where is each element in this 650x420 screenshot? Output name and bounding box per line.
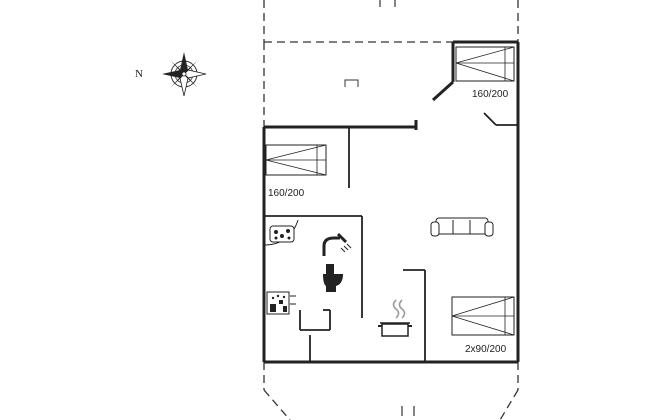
bed-left: 160/200 bbox=[265, 144, 327, 199]
bed-size-label: 2x90/200 bbox=[465, 344, 507, 355]
compass: N bbox=[135, 52, 207, 97]
bed-size-label: 160/200 bbox=[268, 188, 305, 199]
shower-icon bbox=[322, 232, 352, 256]
sofa-icon bbox=[430, 217, 494, 237]
sauna-icon bbox=[266, 291, 296, 315]
door-marks bbox=[344, 0, 415, 416]
stove-pot-icon bbox=[378, 299, 412, 337]
toilet-icon bbox=[323, 264, 343, 292]
bed-size-label: 160/200 bbox=[472, 89, 509, 100]
compass-north-label: N bbox=[135, 68, 143, 80]
exterior-walls bbox=[262, 40, 520, 364]
bed-top-right: 160/200 bbox=[455, 46, 515, 100]
bathtub-icon bbox=[269, 225, 295, 243]
bed-icon bbox=[455, 46, 515, 82]
interior-walls bbox=[264, 112, 518, 362]
bed-bottom-right: 2x90/200 bbox=[451, 296, 515, 355]
compass-rose-icon bbox=[162, 52, 207, 97]
